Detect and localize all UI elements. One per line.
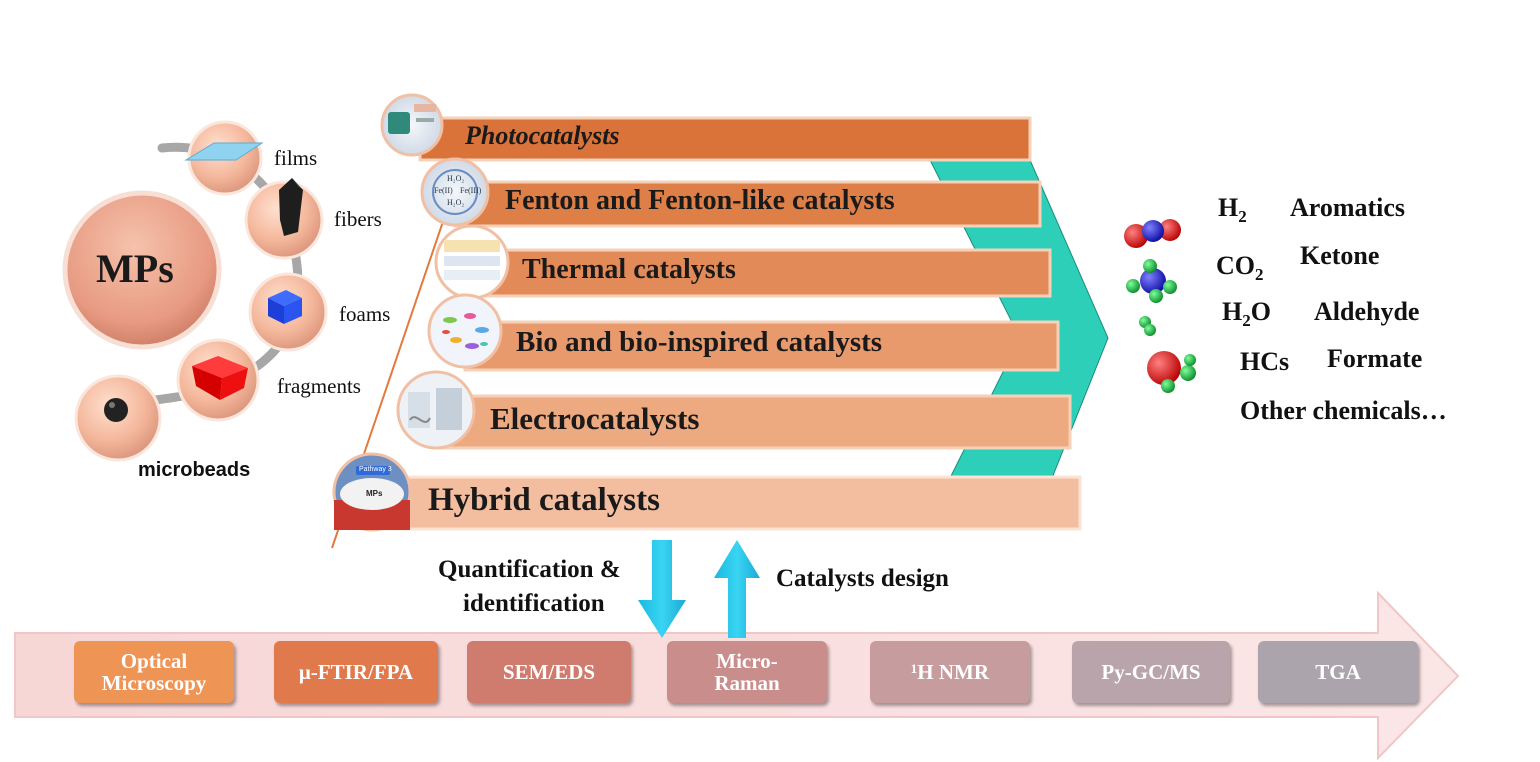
foam-cube-icon <box>268 290 302 324</box>
catalyst-label-electro: Electrocatalysts <box>490 401 700 436</box>
product-co2: CO2 <box>1216 251 1264 285</box>
quantification-label-line2: identification <box>463 590 605 617</box>
film-sheet-icon <box>184 142 264 161</box>
mp-type-fibers: fibers <box>334 207 382 231</box>
catalyst-label-photo: Photocatalysts <box>465 121 620 150</box>
mp-type-microbeads: microbeads <box>138 459 251 481</box>
mps-center-label: MPs <box>96 246 174 291</box>
mps-center-circle <box>62 190 222 350</box>
quantification-label-line1: Quantification & <box>438 556 621 583</box>
technique-sem-eds: SEM/EDS <box>467 641 631 703</box>
bar-hybrid <box>373 475 1082 531</box>
h2o-molecule-icon <box>1139 316 1156 336</box>
hybrid-thumbnail <box>332 452 412 532</box>
catalysts-design-label: Catalysts design <box>776 565 949 592</box>
bio-thumbnail <box>427 293 503 369</box>
hcs-molecule-icon <box>1147 351 1196 393</box>
fenton-thumb-text-3: Fe(III) <box>460 186 482 195</box>
catalyst-bars <box>373 116 1082 531</box>
technique-optical-microscopy: Optical Microscopy <box>74 641 234 703</box>
catalysts-design-up-arrow <box>714 540 760 638</box>
catalyst-label-hybrid: Hybrid catalysts <box>428 482 660 518</box>
photocatalyst-thumbnail <box>380 93 444 157</box>
h2-molecule-icon <box>1124 219 1181 248</box>
catalyst-label-thermal: Thermal catalysts <box>522 254 736 285</box>
bar-bio <box>463 320 1060 372</box>
product-h2o: H2O <box>1222 297 1271 331</box>
product-ketone: Ketone <box>1300 241 1380 270</box>
fenton-thumbnail <box>420 157 490 227</box>
bar-photocatalysts <box>418 116 1032 162</box>
co2-molecule-icon <box>1126 259 1177 303</box>
technique-ftir: μ-FTIR/FPA <box>274 641 438 703</box>
fiber-icon <box>279 178 303 236</box>
fenton-thumb-text-1: H₂O₂ <box>447 174 465 183</box>
technique-h-nmr: ¹H NMR <box>870 641 1030 703</box>
product-h2: H2 <box>1218 193 1247 227</box>
product-hcs: HCs <box>1240 347 1290 376</box>
fenton-thumb-text-2: Fe(II) <box>434 186 453 195</box>
catalyst-label-fenton: Fenton and Fenton-like catalysts <box>505 185 895 216</box>
quantification-down-arrow <box>638 540 686 638</box>
fragment-icon <box>192 356 248 400</box>
technique-tga: TGA <box>1258 641 1418 703</box>
technique-py-gc-ms: Py-GC/MS <box>1072 641 1230 703</box>
product-other: Other chemicals… <box>1240 396 1447 425</box>
product-aromatics: Aromatics <box>1290 193 1406 222</box>
catalyst-label-bio: Bio and bio-inspired catalysts <box>516 326 883 358</box>
mp-type-films: films <box>274 146 318 170</box>
mp-type-fragments: fragments <box>277 374 361 398</box>
thermal-thumbnail <box>434 224 510 300</box>
mp-type-foams: foams <box>339 302 391 326</box>
bead-icon <box>104 398 128 422</box>
hybrid-thumb-text-2: MPs <box>366 489 383 498</box>
hybrid-thumb-text-1: Pathway 3 <box>359 466 392 473</box>
electro-thumbnail <box>396 370 476 450</box>
bar-fenton <box>453 180 1042 228</box>
product-formate: Formate <box>1327 344 1423 373</box>
product-aldehyde: Aldehyde <box>1314 297 1420 326</box>
fenton-thumb-text-4: H₂O₂ <box>447 198 465 207</box>
technique-micro-raman: Micro- Raman <box>667 641 827 703</box>
bar-electro <box>438 394 1072 450</box>
